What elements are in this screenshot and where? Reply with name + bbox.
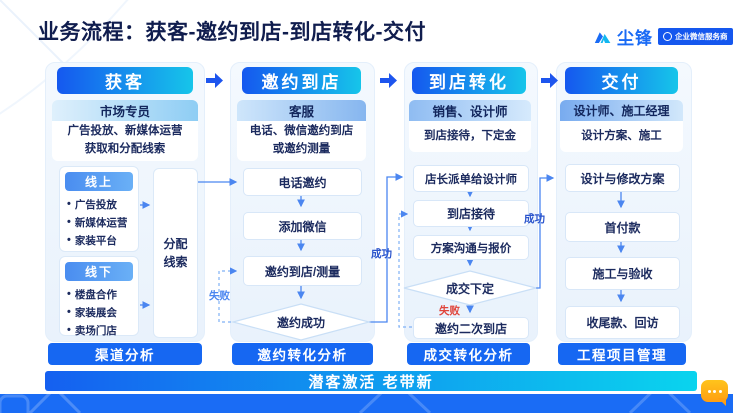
list-item: 广告投放 <box>67 195 131 213</box>
flow-step: 到店接待 <box>413 200 529 227</box>
success-label: 成功 <box>371 248 392 260</box>
flow-step: 邀约到店/测量 <box>243 256 362 286</box>
brand-badge: 企业微信服务商 <box>658 28 733 45</box>
stage-header-conversion: 到店转化 <box>412 67 526 94</box>
chat-bubble-icon[interactable] <box>701 380 728 402</box>
flow-step: 电话邀约 <box>243 168 362 196</box>
fail-label: 失败 <box>209 290 230 302</box>
group-label: 线上 <box>65 172 133 191</box>
logo-mark-icon <box>594 32 611 44</box>
brand-badge-label: 企业微信服务商 <box>675 32 728 41</box>
deal-analysis-button[interactable]: 成交转化分析 <box>407 343 530 365</box>
list-item: 卖场门店 <box>67 321 131 339</box>
list-item: 楼盘合作 <box>67 285 131 303</box>
wechat-badge-icon <box>663 32 672 41</box>
list-item: 家装展会 <box>67 303 131 321</box>
page-title: 业务流程：获客-邀约到店-到店转化-交付 <box>38 21 426 44</box>
role-bar: 市场专员 <box>52 100 198 121</box>
channel-analysis-button[interactable]: 渠道分析 <box>48 343 202 365</box>
chat-dots <box>707 389 722 393</box>
flow-step: 店长派单给设计师 <box>413 165 529 192</box>
flow-step: 添加微信 <box>243 212 362 240</box>
footer-watermark <box>0 394 692 413</box>
list-item: 新媒体运营 <box>67 213 131 231</box>
role-description: 广告投放、新媒体运营 获取和分配线索 <box>52 121 198 161</box>
stage-header-delivery: 交付 <box>565 67 678 94</box>
brand-logo: 尘锋 企业微信服务商 <box>594 24 733 49</box>
brand-name: 尘锋 <box>617 29 653 48</box>
flow-step: 邀约二次到店 <box>413 317 529 339</box>
role-description: 到店接待，下定金 <box>409 121 531 152</box>
flow-step: 设计与修改方案 <box>565 164 680 192</box>
success-label: 成功 <box>524 213 545 225</box>
stage-header-acquisition: 获客 <box>57 67 193 94</box>
role-description: 设计方案、施工 <box>560 121 683 152</box>
role-description: 电话、微信邀约到店 或邀约测量 <box>237 121 366 161</box>
stage-header-invite: 邀约到店 <box>242 67 361 94</box>
footer-band <box>0 394 733 413</box>
list-item: 家装平台 <box>67 231 131 249</box>
invite-analysis-button[interactable]: 邀约转化分析 <box>232 343 373 365</box>
flow-step: 首付款 <box>565 212 680 242</box>
decision-label: 邀约成功 <box>276 315 325 330</box>
project-management-button[interactable]: 工程项目管理 <box>558 343 686 365</box>
channel-group-online: 线上 广告投放 新媒体运营 家装平台 <box>59 166 139 252</box>
flow-step: 方案沟通与报价 <box>413 235 529 260</box>
fail-label: 失败 <box>439 305 460 317</box>
role-bar: 设计师、施工经理 <box>560 100 683 121</box>
assign-leads-box: 分配 线索 <box>153 168 198 338</box>
group-label: 线下 <box>65 262 133 281</box>
flow-step: 施工与验收 <box>565 257 680 290</box>
role-bar: 客服 <box>237 100 366 121</box>
decision-label: 成交下定 <box>445 281 494 296</box>
channel-group-offline: 线下 楼盘合作 家装展会 卖场门店 <box>59 256 139 339</box>
role-bar: 销售、设计师 <box>409 100 531 121</box>
flow-step: 收尾款、回访 <box>565 306 680 339</box>
reactivation-bar: 潜客激活 老带新 <box>45 371 697 391</box>
